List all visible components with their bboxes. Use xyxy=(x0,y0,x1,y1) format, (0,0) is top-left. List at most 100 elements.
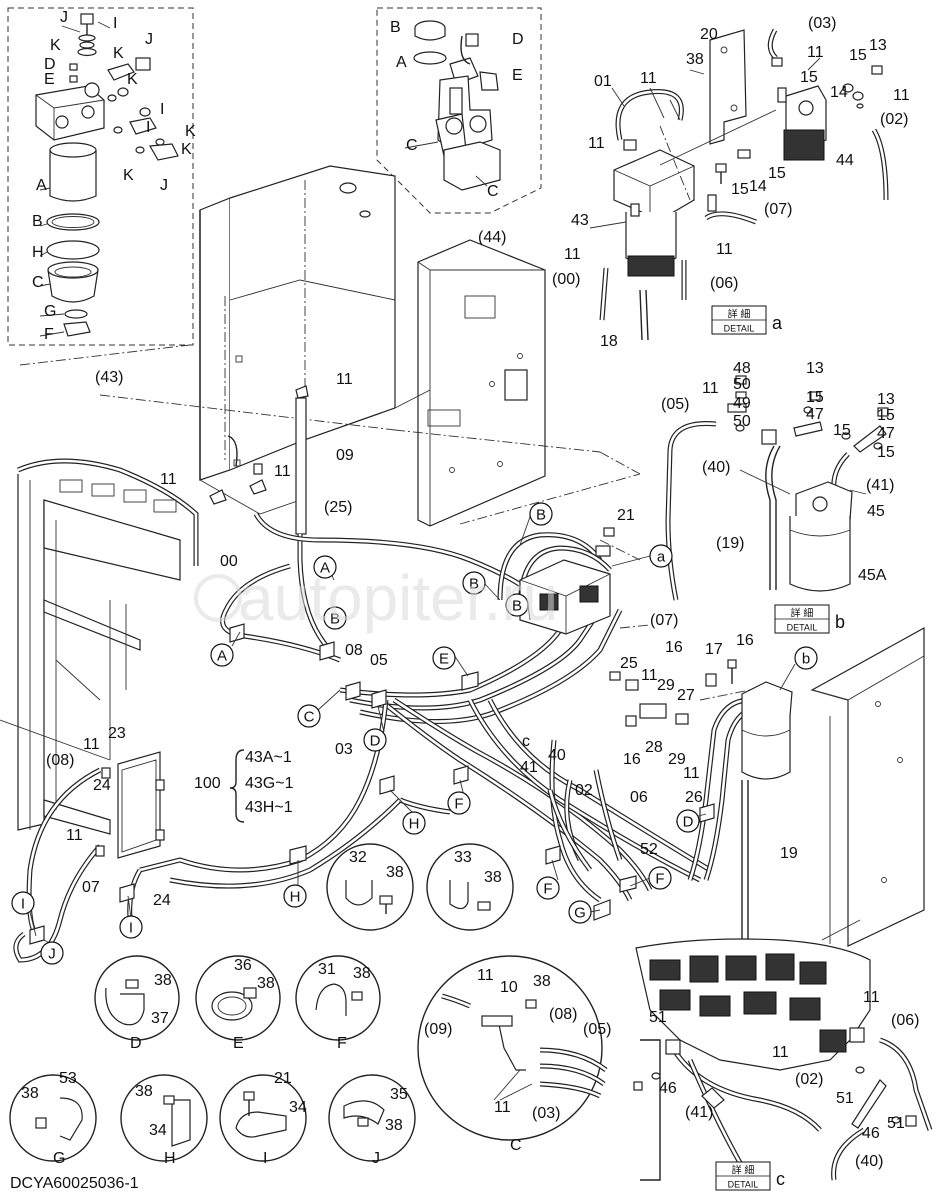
reference-circle: G xyxy=(568,900,592,924)
clamp-detail-b xyxy=(426,843,514,931)
part-callout: 33 xyxy=(454,849,472,866)
part-callout: 38 xyxy=(686,51,704,68)
part-callout: A xyxy=(396,54,407,71)
part-callout: 50 xyxy=(733,413,751,430)
part-callout: (08) xyxy=(549,1006,577,1023)
part-callout: K xyxy=(50,37,61,54)
part-callout: 15 xyxy=(877,407,895,424)
part-callout: 11 xyxy=(716,241,733,258)
part-callout: 11 xyxy=(588,135,605,152)
part-callout: I xyxy=(160,101,164,118)
reference-letter: E xyxy=(439,651,449,668)
part-callout: 45A xyxy=(858,567,887,584)
reference-letter: B xyxy=(536,507,546,524)
part-callout: 11 xyxy=(863,989,880,1006)
reference-letter: A xyxy=(320,560,330,577)
part-callout: (00) xyxy=(552,271,580,288)
reference-letter: I xyxy=(129,920,133,937)
part-callout: J xyxy=(145,31,153,48)
part-callout: (03) xyxy=(532,1105,560,1122)
reference-letter: a xyxy=(657,549,666,566)
reference-letter: H xyxy=(409,816,420,833)
reference-letter: D xyxy=(370,733,381,750)
part-callout: (06) xyxy=(891,1012,919,1029)
main-frame xyxy=(0,125,925,947)
reference-circle: a xyxy=(649,544,673,568)
part-callout: 05 xyxy=(370,652,388,669)
detail-en-label: DETAIL xyxy=(787,623,818,633)
part-callout: (09) xyxy=(424,1021,452,1038)
clamp-detail-i xyxy=(219,1074,307,1162)
reference-circle: B xyxy=(529,502,553,526)
reference-circle: b xyxy=(794,646,818,670)
part-callout: (43) xyxy=(95,369,123,386)
detail-b-assembly xyxy=(665,375,889,601)
part-callout: D xyxy=(130,1035,142,1052)
reference-letter: B xyxy=(512,598,522,615)
part-callout: (19) xyxy=(716,535,744,552)
part-callout: 11 xyxy=(477,967,494,984)
part-callout: 38 xyxy=(533,973,551,990)
part-callout: H xyxy=(32,244,44,261)
part-callout: 11 xyxy=(702,380,719,397)
part-callout: I xyxy=(263,1150,267,1167)
part-callout: 51 xyxy=(887,1115,905,1132)
part-callout: D xyxy=(512,31,524,48)
part-callout: 38 xyxy=(135,1083,153,1100)
part-callout: J xyxy=(160,177,168,194)
part-callout: 24 xyxy=(153,892,171,909)
part-callout: 01 xyxy=(594,73,612,90)
reference-letter: F xyxy=(454,796,463,813)
part-callout: K xyxy=(123,167,134,184)
part-callout: 15 xyxy=(833,422,851,439)
clamp-detail-g xyxy=(9,1074,97,1162)
reference-circle: E xyxy=(432,646,456,670)
part-callout: I xyxy=(146,119,150,136)
detail-c-clamp-bundle xyxy=(417,955,608,1141)
part-callout: D xyxy=(44,56,56,73)
part-callout: (44) xyxy=(478,229,506,246)
part-callout: 40 xyxy=(548,747,566,764)
detail-c-engine-closeup xyxy=(633,938,933,1182)
detail-jp-label: 詳 細 xyxy=(791,607,814,620)
hose-routing xyxy=(13,385,796,963)
part-callout: 46 xyxy=(659,1080,677,1097)
part-callout: 08 xyxy=(345,642,363,659)
detail-en-label: DETAIL xyxy=(728,1180,759,1190)
reference-letter: b xyxy=(802,651,810,668)
part-callout: 17 xyxy=(705,641,723,658)
part-callout: E xyxy=(44,71,55,88)
part-callout: 43H~1 xyxy=(245,799,293,816)
part-callout: G xyxy=(44,303,56,320)
part-callout: 34 xyxy=(289,1099,307,1116)
part-callout: F xyxy=(44,326,54,343)
part-callout: (41) xyxy=(685,1104,713,1121)
part-callout: 11 xyxy=(807,44,824,61)
part-callout: 19 xyxy=(780,845,798,862)
clamp-detail-d xyxy=(94,955,180,1041)
part-callout: 11 xyxy=(772,1044,789,1061)
part-callout: E xyxy=(233,1035,244,1052)
part-callout: 21 xyxy=(274,1070,292,1087)
part-callout: 43 xyxy=(571,212,589,229)
part-callout: 31 xyxy=(318,961,336,978)
part-callout: 29 xyxy=(668,751,686,768)
part-callout: 11 xyxy=(66,827,83,844)
part-callout: 10 xyxy=(500,979,518,996)
part-callout: 38 xyxy=(154,972,172,989)
part-callout: 03 xyxy=(335,741,353,758)
reference-letter: B xyxy=(469,576,479,593)
reference-circle: H xyxy=(402,811,426,835)
part-callout: 14 xyxy=(749,178,767,195)
reference-circle: F xyxy=(648,866,672,890)
reference-circle: J xyxy=(40,941,64,965)
detail-en-label: DETAIL xyxy=(724,324,755,334)
part-callout: B xyxy=(390,19,401,36)
part-callout: 38 xyxy=(385,1117,403,1134)
part-callout: 06 xyxy=(630,789,648,806)
clamp-detail-f xyxy=(295,955,381,1041)
part-callout: 47 xyxy=(806,406,824,423)
clamp-detail-h xyxy=(120,1074,208,1162)
